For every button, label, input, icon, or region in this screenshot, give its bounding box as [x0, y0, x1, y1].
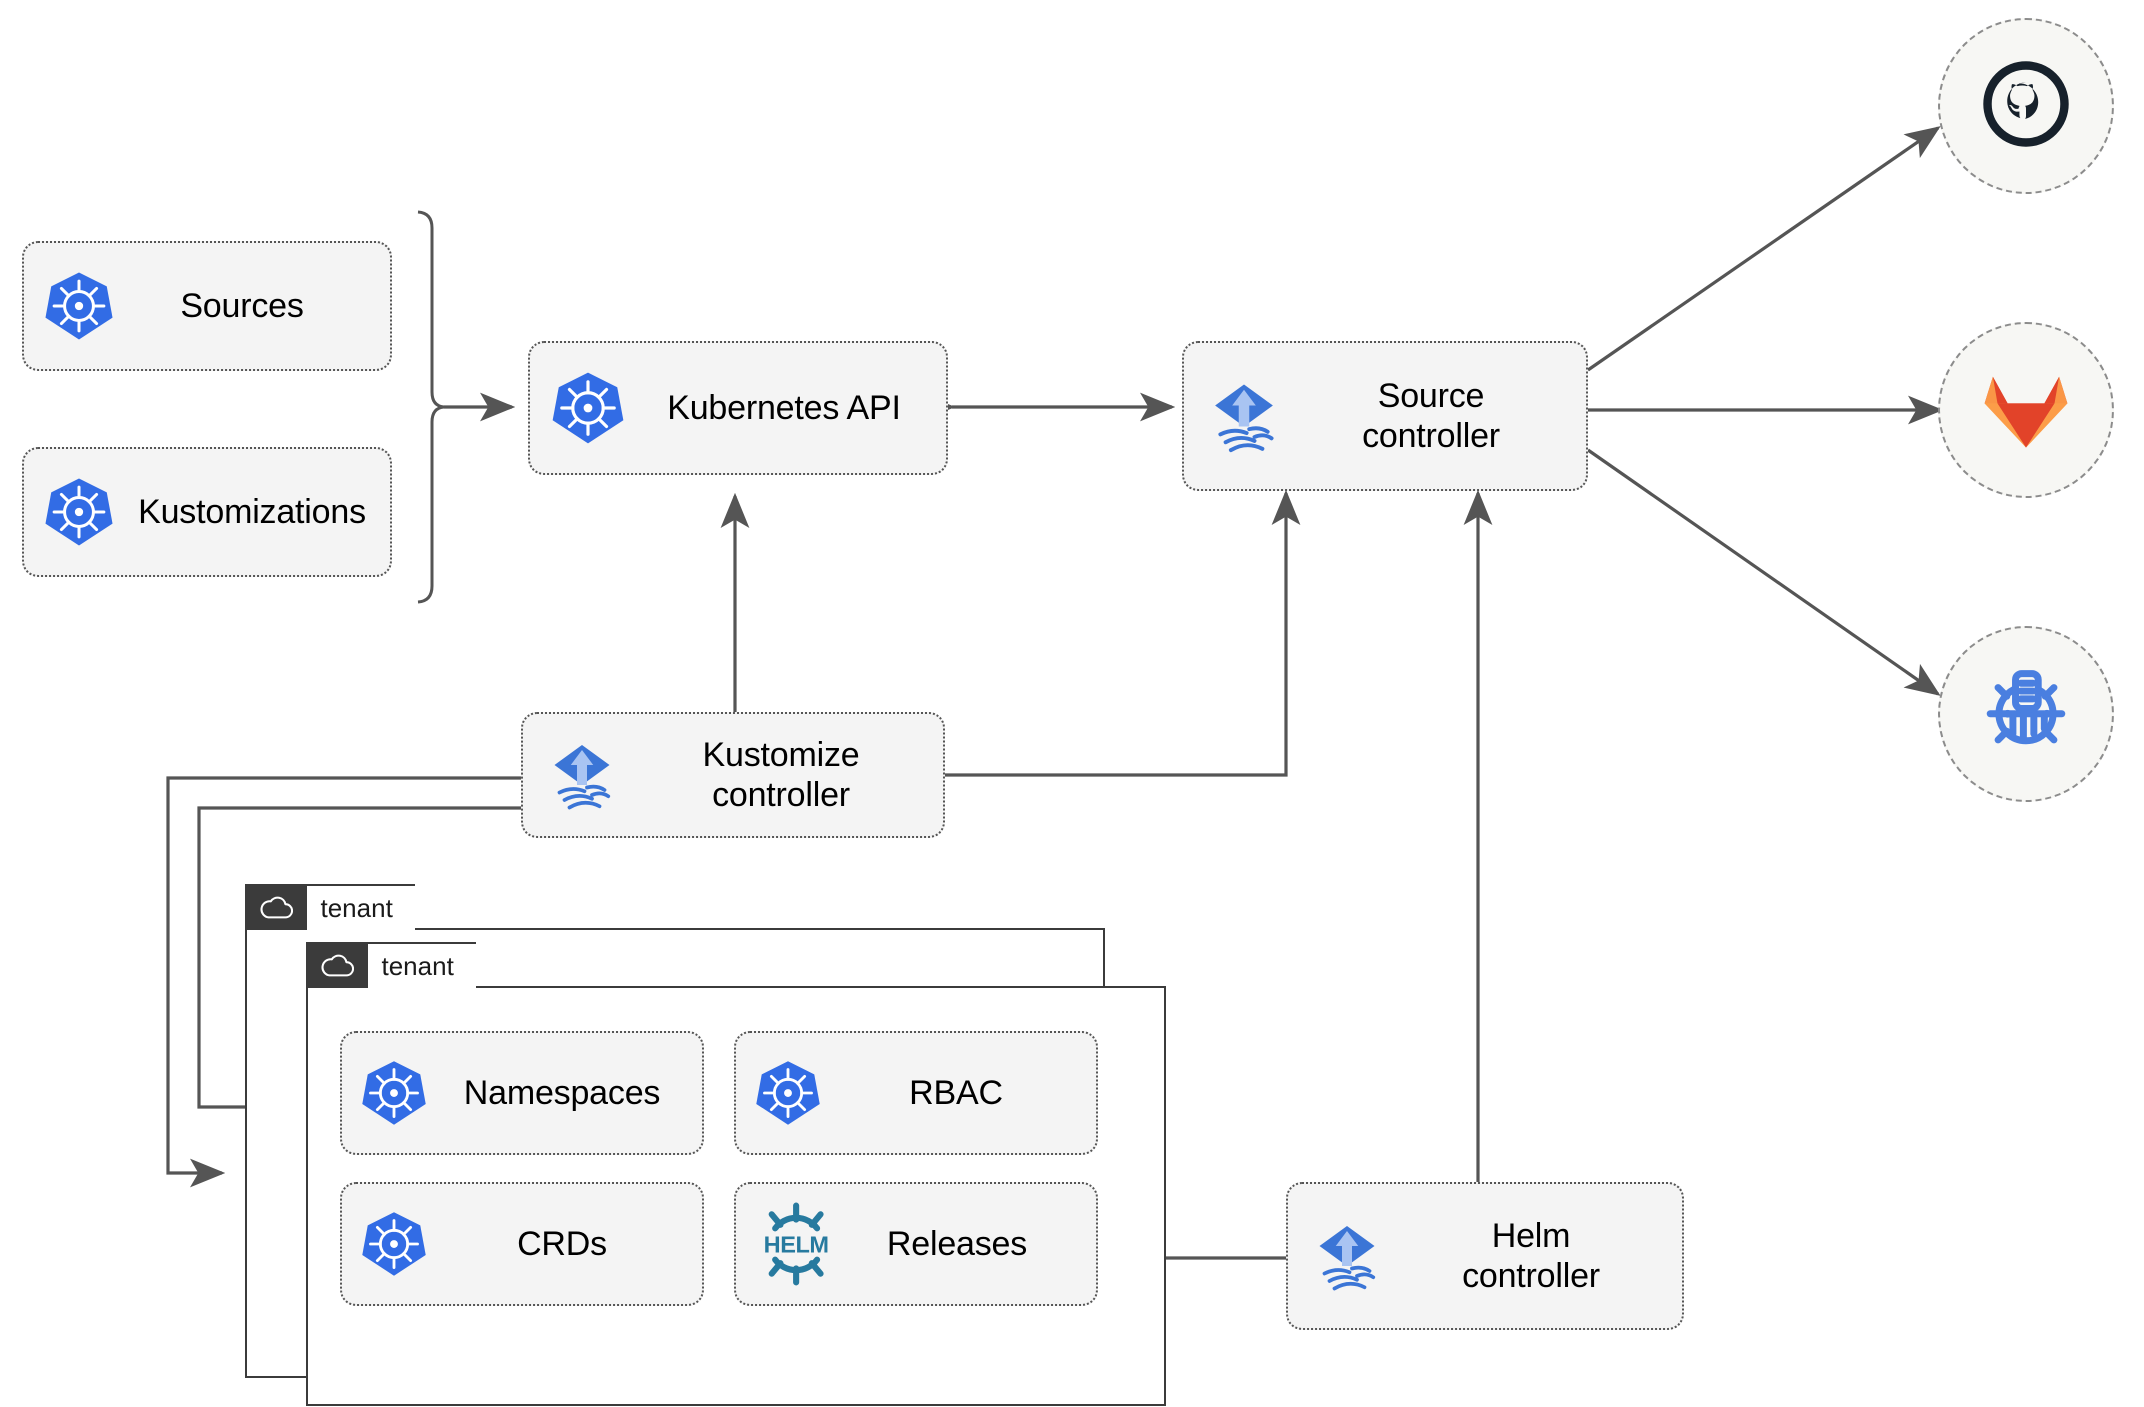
node-label: RBAC — [909, 1073, 1003, 1112]
cloud-icon — [305, 942, 368, 988]
flux-icon — [1288, 1216, 1406, 1296]
node-source-controller[interactable]: Source controller — [1182, 341, 1588, 491]
group-brace — [417, 210, 445, 604]
flux-icon — [523, 735, 641, 815]
node-label: Helm controller — [1462, 1216, 1600, 1295]
helm-icon: HELM — [736, 1202, 858, 1286]
node-label: CRDs — [517, 1224, 607, 1263]
kubernetes-icon — [24, 475, 134, 549]
tenant-tab: tenant — [305, 942, 476, 988]
tenant-label: tenant — [306, 884, 415, 930]
node-label: Kustomizations — [138, 492, 366, 531]
svg-text:HELM: HELM — [764, 1232, 829, 1258]
edge-kustomize-to-source-controller — [945, 489, 1301, 777]
node-kubernetes-api[interactable]: Kubernetes API — [528, 341, 948, 475]
cloud-icon — [244, 884, 307, 930]
edge-source-to-github — [1587, 126, 1941, 372]
kubernetes-icon — [530, 369, 646, 447]
node-label: Kubernetes API — [667, 388, 901, 427]
node-namespaces[interactable]: Namespaces — [340, 1031, 704, 1155]
node-crds[interactable]: CRDs — [340, 1182, 704, 1306]
gitlab-icon — [1980, 364, 2072, 457]
edge-source-to-helm-repository — [1587, 448, 1941, 696]
kubernetes-icon — [342, 1209, 446, 1279]
node-helm-controller[interactable]: Helm controller — [1286, 1182, 1684, 1330]
provider-github[interactable] — [1938, 18, 2114, 194]
provider-helm-repository[interactable] — [1938, 626, 2114, 802]
kubernetes-icon — [24, 269, 134, 343]
node-kustomizations[interactable]: Kustomizations — [22, 447, 392, 577]
node-label: Namespaces — [463, 1073, 661, 1112]
node-kustomize-controller[interactable]: Kustomize controller — [521, 712, 945, 838]
node-sources[interactable]: Sources — [22, 241, 392, 371]
provider-gitlab[interactable] — [1938, 322, 2114, 498]
github-icon — [1980, 58, 2072, 155]
node-label: Source controller — [1362, 376, 1500, 455]
node-rbac[interactable]: RBAC — [734, 1031, 1098, 1155]
tenant-tab: tenant — [244, 884, 415, 930]
helm-repo-icon — [1978, 664, 2074, 765]
flux-icon — [1184, 374, 1304, 458]
node-releases[interactable]: HELM Releases — [734, 1182, 1098, 1306]
node-label: Releases — [886, 1224, 1028, 1263]
tenant-label: tenant — [367, 942, 476, 988]
kubernetes-icon — [736, 1058, 840, 1128]
node-label: Sources — [180, 286, 304, 325]
kubernetes-icon — [342, 1058, 446, 1128]
node-label: Kustomize controller — [702, 735, 860, 814]
